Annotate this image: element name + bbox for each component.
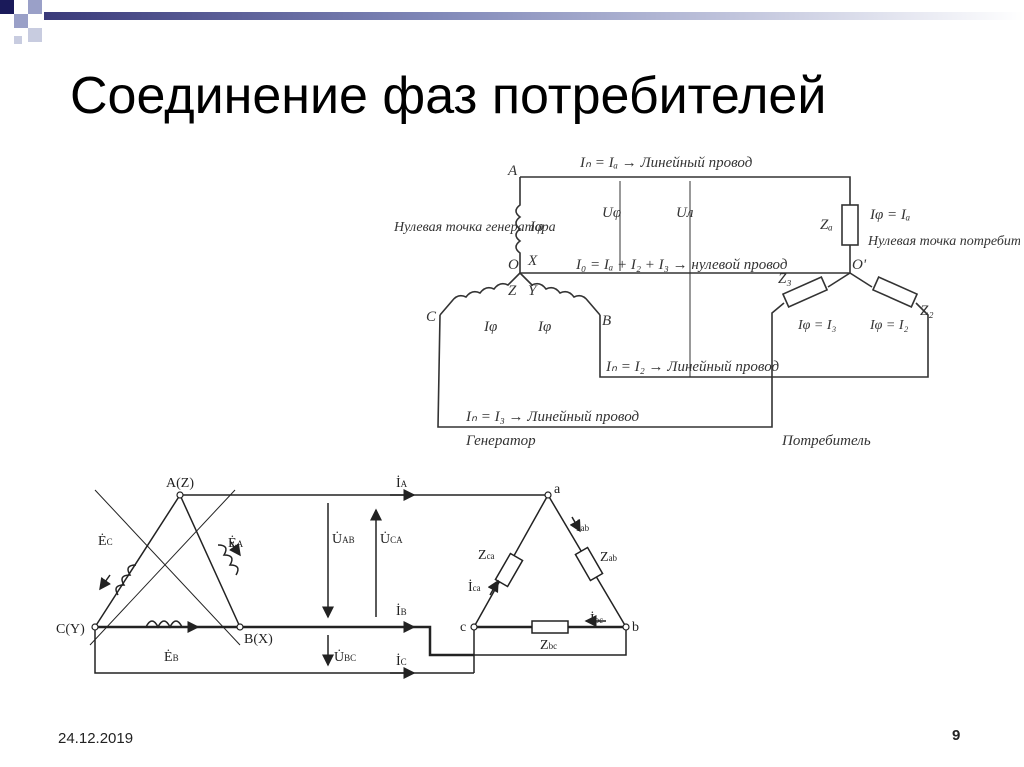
page-number: 9 xyxy=(952,727,961,744)
resistor-za xyxy=(841,204,859,246)
svg-text:Iₙ = Iₐ → Линейный провод: Iₙ = Iₐ → Линейный провод xyxy=(579,155,753,171)
svg-text:O: O xyxy=(508,257,519,273)
svg-text:İca: İca xyxy=(468,579,481,595)
svg-text:Zbc: Zbc xyxy=(540,638,557,653)
svg-text:Uл: Uл xyxy=(676,205,694,221)
svg-text:A(Z): A(Z) xyxy=(166,476,194,491)
svg-text:İab: İab xyxy=(576,519,590,535)
resistor-zbc xyxy=(531,620,569,634)
generator-side-ab xyxy=(179,494,241,628)
svg-text:ĖB: ĖB xyxy=(164,649,179,665)
svg-text:Iφ = Iₐ: Iφ = Iₐ xyxy=(869,207,910,223)
svg-text:İbc: İbc xyxy=(590,611,603,627)
corner-square-light xyxy=(28,0,42,14)
svg-text:İC: İC xyxy=(396,653,407,669)
svg-text:X: X xyxy=(527,253,538,269)
svg-text:Потребитель: Потребитель xyxy=(781,433,871,449)
svg-text:Нулевая точка потребителя: Нулевая точка потребителя xyxy=(867,234,1020,249)
svg-text:Iφ: Iφ xyxy=(483,319,497,335)
corner-decoration xyxy=(0,0,80,50)
title-bar-gradient xyxy=(44,12,1024,20)
svg-text:Нулевая точка генератора: Нулевая точка генератора xyxy=(393,220,556,235)
wire-line-c xyxy=(94,627,474,674)
svg-text:İA: İA xyxy=(396,475,408,491)
svg-text:Z₃: Z₃ xyxy=(778,271,792,287)
svg-text:U̇AB: U̇AB xyxy=(332,530,355,547)
generator-side-ca xyxy=(94,494,181,628)
svg-text:Iₙ = I₂ → Линейный провод: Iₙ = I₂ → Линейный провод xyxy=(605,359,780,375)
svg-text:İB: İB xyxy=(396,603,407,619)
svg-text:Iφ: Iφ xyxy=(537,319,551,335)
resistor-zca xyxy=(494,552,524,588)
svg-text:B(X): B(X) xyxy=(244,632,273,647)
svg-text:Iφ: Iφ xyxy=(529,219,543,235)
svg-text:ĖC: ĖC xyxy=(98,533,113,549)
slide-date: 24.12.2019 xyxy=(58,730,134,747)
svg-text:I₀ = Iₐ + I₂ + I₃ → нулевой пр: I₀ = Iₐ + I₂ + I₃ → нулевой провод xyxy=(575,257,788,273)
corner-square-dark xyxy=(0,0,14,14)
generator-coil-a xyxy=(515,177,522,273)
svg-text:b: b xyxy=(632,620,639,635)
star-connection-diagram: A Iₙ = Iₐ → Линейный провод Uφ Uл Zₐ Iφ … xyxy=(393,155,1020,449)
corner-square-light xyxy=(28,28,42,42)
svg-text:Uφ: Uφ xyxy=(602,205,621,221)
svg-text:C: C xyxy=(426,309,437,325)
resistor-zb xyxy=(871,276,919,308)
wire-line-b xyxy=(95,625,474,657)
svg-text:Генератор: Генератор xyxy=(465,433,536,449)
svg-text:Zₐ: Zₐ xyxy=(820,217,833,233)
wire-line-c xyxy=(437,314,773,428)
wire-line-b xyxy=(599,302,929,378)
svg-text:c: c xyxy=(460,620,466,635)
svg-text:Zab: Zab xyxy=(600,550,618,565)
delta-connection-diagram: A(Z) C(Y) B(X) ĖC ĖA ĖB U̇AB U̇CA U̇BC İ… xyxy=(56,475,639,679)
svg-text:Zca: Zca xyxy=(478,548,495,563)
generator-coil-b xyxy=(519,272,601,316)
svg-text:Iφ = I₂: Iφ = I₂ xyxy=(869,318,909,333)
corner-square-light xyxy=(14,36,22,44)
slide-title: Соединение фаз потребителей xyxy=(70,67,827,125)
svg-text:ĖA: ĖA xyxy=(228,535,244,551)
svg-text:Z₂: Z₂ xyxy=(920,303,934,319)
svg-text:U̇CA: U̇CA xyxy=(380,530,403,547)
svg-text:Iₙ = I₃ → Линейный провод: Iₙ = I₃ → Линейный провод xyxy=(465,409,640,425)
generator-coil-c xyxy=(439,272,521,316)
svg-text:Iφ = I₃: Iφ = I₃ xyxy=(797,318,837,333)
svg-text:Z: Z xyxy=(508,283,517,299)
corner-square-light xyxy=(14,14,28,28)
svg-text:Y: Y xyxy=(528,283,538,299)
svg-text:O': O' xyxy=(852,257,867,273)
svg-text:A: A xyxy=(507,163,518,179)
svg-text:C(Y): C(Y) xyxy=(56,622,85,637)
svg-text:B: B xyxy=(602,313,611,329)
svg-text:a: a xyxy=(554,482,561,497)
resistor-zc xyxy=(781,276,829,308)
svg-text:U̇BC: U̇BC xyxy=(334,648,356,665)
resistor-zab xyxy=(574,546,604,582)
wire-line-a xyxy=(520,176,851,205)
